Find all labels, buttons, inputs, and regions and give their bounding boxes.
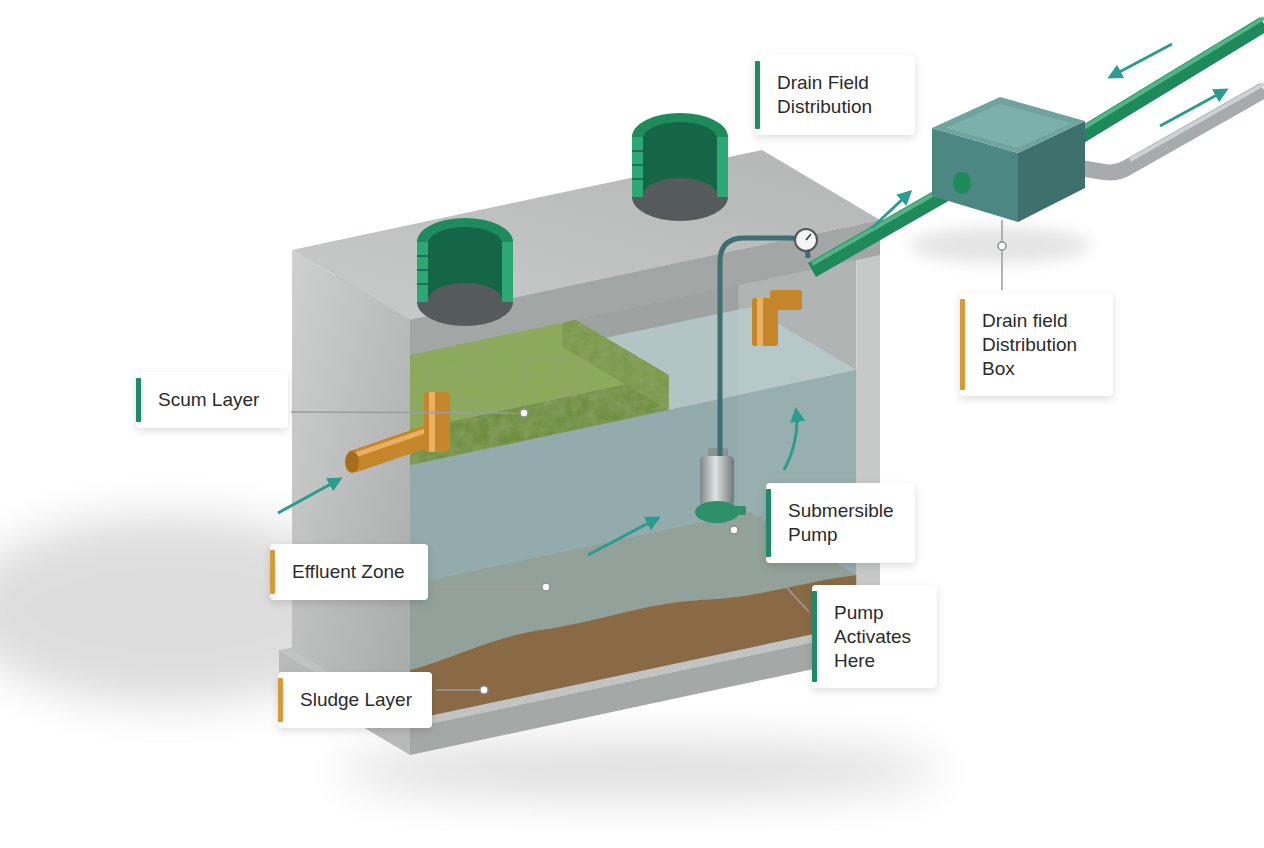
leader-dot	[542, 583, 550, 591]
callout-label: Submersible Pump	[766, 483, 915, 563]
pipe-highlight	[352, 430, 428, 456]
discharge-pipe	[720, 238, 808, 456]
accent-bar	[270, 550, 275, 594]
gauge-needle	[806, 234, 811, 240]
inlet-pipe	[345, 392, 450, 473]
outlet-tee	[752, 290, 802, 346]
pipe-highlight	[757, 298, 763, 346]
riser-inner	[428, 227, 502, 300]
lid-edge	[410, 220, 880, 355]
riser-shell	[632, 113, 728, 195]
riser-ring	[417, 256, 428, 284]
label-text: Pump Activates Here	[834, 601, 925, 672]
box-shadow	[910, 227, 1090, 263]
accent-bar	[278, 678, 283, 722]
leader-dot	[480, 686, 488, 694]
callout-label: Sludge Layer	[278, 672, 432, 728]
leader-dot	[998, 242, 1006, 250]
accent-bar	[812, 591, 817, 682]
pipe-highlight	[812, 186, 948, 264]
pipe-highlight	[1080, 18, 1264, 130]
label-text: Drain field Distribution Box	[982, 309, 1101, 380]
flow-arrow	[1160, 90, 1226, 126]
riser-cut	[502, 242, 513, 302]
riser-cut	[717, 137, 728, 197]
tank-end-wall	[292, 250, 410, 720]
riser-cut	[632, 137, 643, 197]
riser-inner	[643, 122, 717, 195]
lid-panel	[945, 104, 1072, 148]
flow-arrow	[1110, 44, 1172, 77]
flow-arrows	[278, 44, 1226, 555]
leader-line	[291, 412, 520, 413]
leader-line	[436, 689, 480, 691]
leader-dot	[520, 409, 528, 417]
pipe-highlight	[429, 392, 435, 452]
accent-bar	[960, 299, 965, 390]
leader-line	[432, 586, 542, 588]
access-riser	[632, 113, 728, 221]
label-text: Submersible Pump	[788, 499, 903, 547]
box-lid	[932, 97, 1085, 153]
accent-bar	[755, 61, 760, 129]
submersible-pump	[695, 448, 746, 523]
riser-ring	[632, 151, 643, 179]
drain-pipe	[1080, 24, 1264, 136]
leader-lines	[291, 220, 1002, 690]
return-pipe	[1080, 90, 1264, 172]
pipe-body	[352, 436, 428, 462]
callout-label: Scum Layer	[136, 372, 288, 428]
flow-arrow	[872, 192, 910, 228]
leader-line	[1001, 220, 1003, 290]
callout-label: Effluent Zone	[270, 544, 428, 600]
leader-dot	[730, 526, 738, 534]
callout-label: Drain field Distribution Box	[960, 293, 1113, 396]
tee-fitting	[424, 392, 450, 452]
riser-shell	[417, 218, 513, 300]
pump-nozzle	[732, 506, 746, 515]
accent-bar	[136, 378, 141, 422]
distribution-box	[932, 97, 1085, 222]
flow-arrow	[588, 518, 658, 555]
accent-bar	[766, 489, 771, 557]
flow-arrow	[278, 479, 340, 513]
pipe-end	[345, 451, 359, 473]
pressure-gauge	[795, 229, 817, 251]
label-text: Effluent Zone	[292, 560, 416, 584]
label-text: Scum Layer	[158, 388, 276, 412]
pipe-stub	[953, 172, 971, 194]
scum-side	[562, 312, 668, 410]
pump-body	[700, 456, 734, 506]
leader-line	[740, 516, 763, 518]
callout-label: Pump Activates Here	[812, 585, 937, 688]
tee-arm	[770, 290, 802, 310]
label-text: Drain Field Distribution	[777, 71, 903, 119]
scum-front	[410, 375, 669, 465]
effluent-pipe	[812, 192, 948, 270]
access-riser	[417, 218, 513, 326]
callout-label: Drain Field Distribution	[755, 55, 915, 135]
leader-dots	[480, 242, 1006, 694]
label-text: Sludge Layer	[300, 688, 420, 712]
right-wall-cut	[857, 220, 881, 625]
flow-arrow	[784, 410, 797, 470]
riser-cut	[417, 242, 428, 302]
